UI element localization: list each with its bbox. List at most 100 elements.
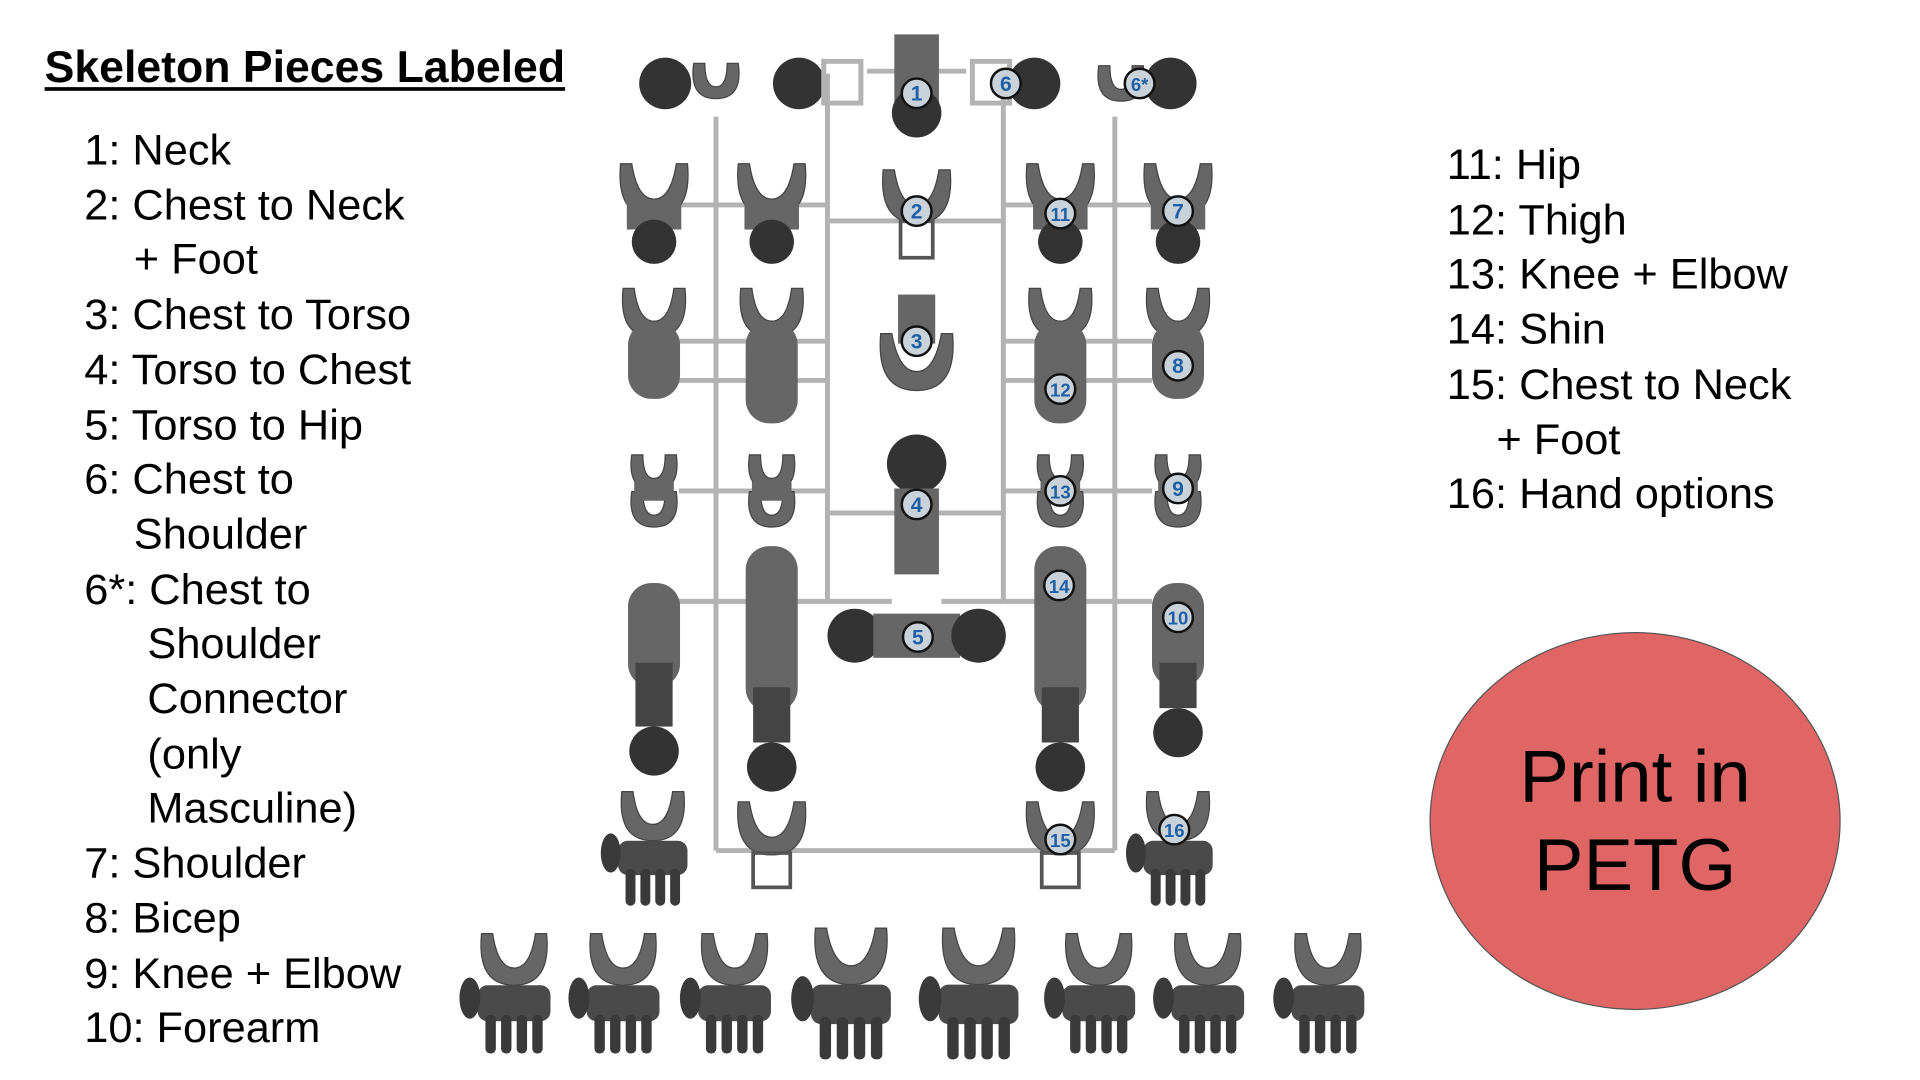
socket-piece <box>879 332 954 392</box>
badge-circle <box>900 488 933 521</box>
ball-joint <box>629 726 679 776</box>
badge-circle <box>1161 472 1195 505</box>
finger <box>641 1014 652 1054</box>
palm <box>938 984 1019 1025</box>
ball-joint <box>772 57 825 110</box>
badge-label-15: 15 <box>1050 830 1071 851</box>
badge-circle <box>900 325 933 358</box>
legend-item: 10: Forearm <box>84 1004 321 1053</box>
legend-item: Shoulder <box>147 620 321 669</box>
finger <box>625 868 636 906</box>
finger <box>1346 1014 1357 1054</box>
thumb <box>568 977 590 1019</box>
socket-piece <box>700 933 769 986</box>
badge-label-11: 11 <box>1051 204 1071 225</box>
finger <box>655 868 666 906</box>
thumb <box>679 977 701 1019</box>
finger <box>853 1017 866 1060</box>
ball-joint <box>951 608 1006 663</box>
finger <box>1179 1014 1190 1054</box>
badge-label-3: 3 <box>911 331 923 354</box>
thumb <box>1153 977 1174 1019</box>
thumb <box>1273 977 1295 1019</box>
finger <box>1116 1014 1128 1054</box>
socket-piece <box>480 933 548 986</box>
finger <box>870 1017 883 1060</box>
badge-label-13: 13 <box>1050 481 1071 502</box>
joint-body <box>634 481 674 501</box>
limb-lower <box>753 687 791 743</box>
badge-circle <box>989 67 1022 100</box>
badge-label-10: 10 <box>1168 608 1189 629</box>
legend-item: 9: Knee + Elbow <box>84 949 402 998</box>
legend-item: + Foot <box>1496 415 1621 464</box>
ball-joint <box>746 742 797 792</box>
ball-joint <box>1035 742 1086 792</box>
legend-item: 6*: Chest to <box>84 565 311 614</box>
ball-joint <box>886 434 947 494</box>
socket-piece <box>589 933 657 986</box>
ball-joint <box>1155 219 1201 264</box>
palm <box>477 985 551 1022</box>
thumb <box>600 833 621 873</box>
legend-item: 8: Bicep <box>84 894 241 943</box>
finger <box>670 868 681 906</box>
thumb <box>1044 977 1065 1019</box>
finger <box>532 1014 543 1054</box>
badge-circle <box>1044 373 1077 406</box>
finger <box>1150 868 1161 906</box>
limb-lower <box>1159 662 1197 709</box>
finger <box>1165 868 1176 906</box>
socket-piece <box>1294 933 1362 986</box>
badge-circle <box>1044 474 1077 507</box>
socket-piece <box>737 801 807 856</box>
legend-item: + Foot <box>133 236 258 285</box>
legend-item: 1: Neck <box>84 126 232 175</box>
legend-item: 14: Shin <box>1446 305 1606 354</box>
badge-circle <box>1044 197 1077 230</box>
badge-label-14: 14 <box>1049 576 1070 597</box>
finger <box>947 1017 959 1060</box>
legend-item: 6: Chest to <box>84 455 294 504</box>
thumb <box>1125 833 1146 873</box>
badge-label-7: 7 <box>1172 201 1184 224</box>
finger <box>625 1014 637 1054</box>
finger <box>640 868 651 906</box>
finger <box>721 1014 732 1054</box>
legend-item: 12: Thigh <box>1446 196 1627 244</box>
finger <box>705 1014 717 1054</box>
legend-item: 3: Chest to Torso <box>84 291 412 339</box>
finger <box>1210 1014 1221 1054</box>
finger <box>485 1014 496 1054</box>
left-legend-list: 1: Neck 2: Chest to Neck + Foot 3: Chest to… <box>84 124 411 1057</box>
legend-item: 11: Hip <box>1446 141 1581 190</box>
socket-piece <box>1174 933 1242 986</box>
finger <box>998 1017 1010 1060</box>
finger <box>752 1014 764 1054</box>
legend-item: (only <box>147 729 242 778</box>
badge-circle <box>901 621 934 653</box>
finger <box>1299 1014 1310 1054</box>
callout-line-2: PETG <box>1533 823 1737 906</box>
finger <box>981 1017 993 1060</box>
badge-label-5: 5 <box>912 626 924 649</box>
badge-circle <box>1044 823 1077 856</box>
slide-title: Skeleton Pieces Labeled <box>44 41 566 93</box>
badge-circle <box>1123 67 1156 100</box>
limb-lower <box>1041 687 1079 743</box>
badge-label-6*: 6* <box>1131 74 1149 95</box>
ball-joint <box>639 57 692 110</box>
legend-item: Connector <box>147 675 348 723</box>
limb-lower <box>635 662 673 727</box>
limb-piece <box>628 582 681 688</box>
badge-label-4: 4 <box>911 494 923 517</box>
legend-item: 2: Chest to Neck <box>84 181 405 230</box>
badge-label-9: 9 <box>1172 478 1184 501</box>
limb-piece <box>1034 321 1087 424</box>
ball-joint <box>631 219 677 264</box>
joint-body <box>751 481 792 501</box>
ball-joint <box>1144 57 1197 110</box>
limb-piece <box>745 546 798 712</box>
